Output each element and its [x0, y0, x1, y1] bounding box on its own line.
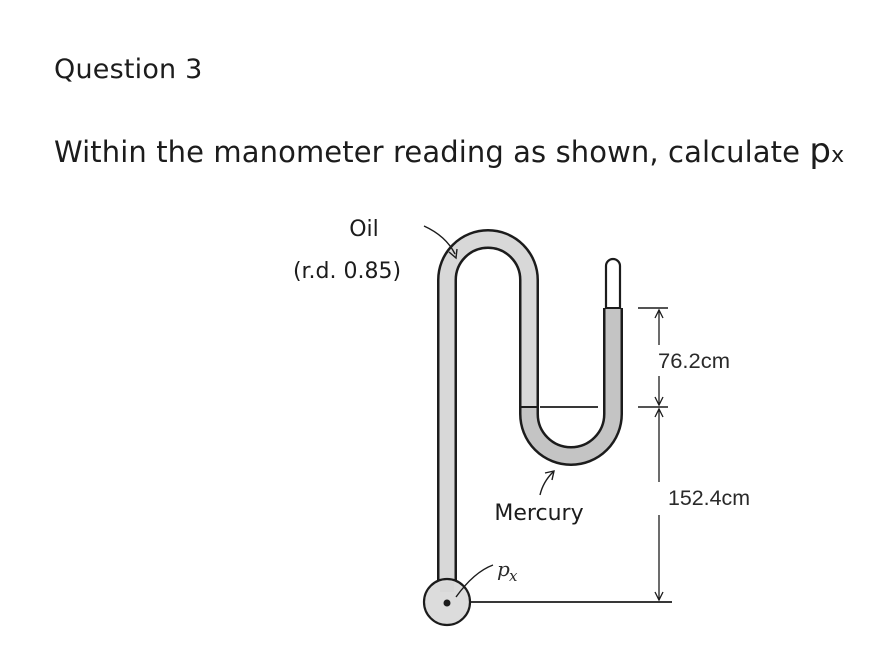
oil-label: Oil [349, 217, 379, 242]
oil-tube [437, 229, 539, 588]
dim-lower-arrow-top [654, 407, 664, 418]
mercury-label: Mercury [494, 501, 583, 526]
prompt-text: Within the manometer reading as shown, c… [54, 135, 810, 169]
question-prompt: Within the manometer reading as shown, c… [54, 131, 844, 171]
dim-lower-label: 152.4cm [668, 487, 750, 510]
dim-lower-arrow-bottom [654, 591, 664, 602]
px-label-sub: x [509, 567, 518, 585]
pipe-tube-joint [440, 582, 454, 592]
px-label-var: p [497, 557, 510, 581]
mercury-leader [539, 471, 554, 496]
dim-upper-label: 76.2cm [658, 350, 730, 373]
dim-upper-arrow-top [654, 308, 664, 319]
dim-upper-arrow-bottom [654, 396, 664, 407]
mercury-tube-fill [521, 308, 621, 464]
prompt-variable: p [809, 131, 832, 171]
oil-leader [423, 225, 456, 255]
oil-tube-fill [439, 231, 537, 590]
mercury-leader-arrowhead [544, 470, 555, 481]
question-heading: Question 3 [54, 54, 203, 85]
oil-leader-arrowhead [448, 248, 458, 260]
pressure-point [443, 599, 451, 607]
px-leader [455, 564, 494, 598]
open-tube-end [604, 257, 622, 308]
oil-rd-label: (r.d. 0.85) [293, 259, 401, 284]
prompt-subscript: x [831, 143, 845, 168]
